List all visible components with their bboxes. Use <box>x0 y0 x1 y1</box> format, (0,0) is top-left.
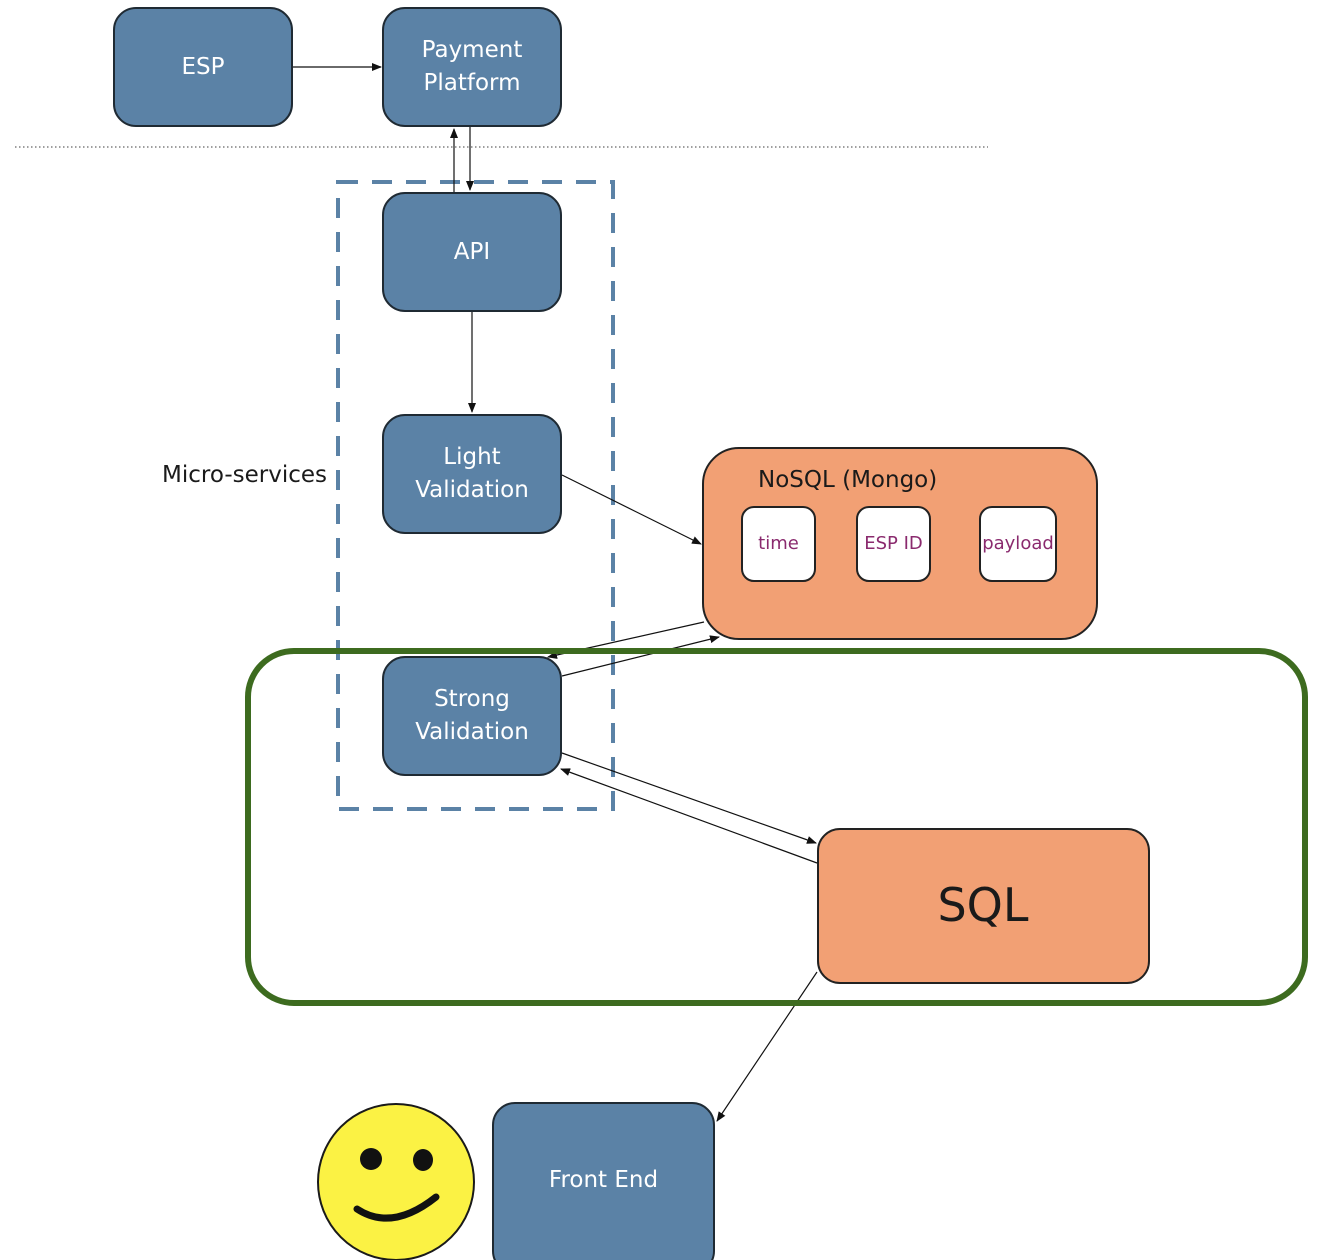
highlight-frame <box>245 648 1308 1006</box>
front-end-label: Front End <box>549 1167 658 1193</box>
sql-node[interactable]: SQL <box>817 828 1150 984</box>
api-node[interactable]: API <box>382 192 562 312</box>
nosql-field-payload-label: payload <box>982 533 1054 554</box>
payment-platform-label-line-2: Platform <box>424 70 521 96</box>
light-validation-label-line-2: Validation <box>415 477 529 503</box>
esp-node[interactable]: ESP <box>113 7 293 127</box>
payment-platform-node[interactable]: Payment Platform <box>382 7 562 127</box>
strong-validation-node[interactable]: Strong Validation <box>382 656 562 776</box>
light-validation-node[interactable]: Light Validation <box>382 414 562 534</box>
light-validation-label-line-1: Light <box>443 444 500 470</box>
front-end-node[interactable]: Front End <box>492 1102 715 1260</box>
nosql-field-esp-id: ESP ID <box>856 506 931 582</box>
micro-services-label: Micro-services <box>162 462 327 488</box>
edge-sql-to-front-end <box>716 971 818 1122</box>
nosql-field-payload: payload <box>979 506 1057 582</box>
api-label: API <box>454 239 490 265</box>
strong-validation-label-line-1: Strong <box>434 686 510 712</box>
nosql-field-esp-id-label: ESP ID <box>864 533 923 554</box>
payment-platform-label-line-1: Payment <box>422 37 523 63</box>
edge-light-validation-to-nosql <box>561 474 702 545</box>
sql-label: SQL <box>937 878 1028 932</box>
strong-validation-label-line-2: Validation <box>415 719 529 745</box>
nosql-mongo-node[interactable]: NoSQL (Mongo) time ESP ID payload <box>702 447 1098 640</box>
nosql-mongo-label: NoSQL (Mongo) <box>758 467 937 493</box>
edge-strong-validation-to-sql <box>561 752 817 844</box>
micro-services-group <box>336 180 615 811</box>
nosql-field-time: time <box>741 506 816 582</box>
smiley-face-icon <box>317 1103 475 1260</box>
edge-sql-to-strong-validation <box>560 768 818 864</box>
esp-label: ESP <box>181 54 224 80</box>
nosql-field-time-label: time <box>758 533 799 554</box>
edge-strong-validation-to-nosql <box>561 635 720 677</box>
